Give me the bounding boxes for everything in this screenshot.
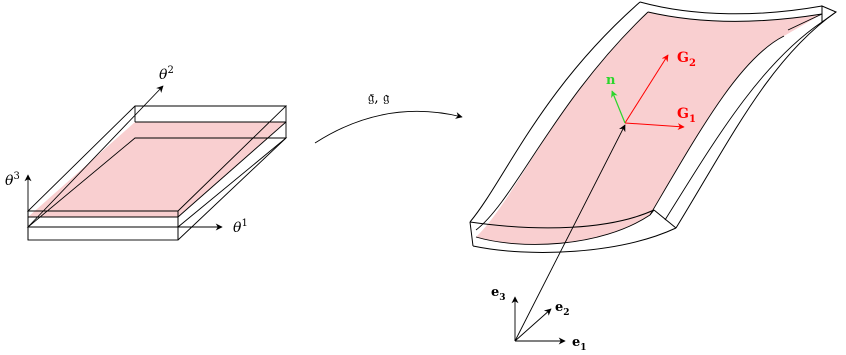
vector-G1-label: G1 [677, 106, 696, 125]
axis-e2-label: e2 [555, 300, 570, 318]
reference-plate: θ1 θ2 θ3 [5, 65, 288, 241]
axis-theta3-label: θ3 [5, 171, 20, 189]
global-frame: e1 e2 e3 [491, 124, 626, 353]
axis-theta1-label: θ1 [233, 218, 248, 236]
plate-midsurface [28, 122, 286, 217]
axis-theta2-label: θ2 [159, 65, 174, 83]
vector-G2-label: G2 [677, 50, 696, 69]
axis-e3-label: e3 [491, 285, 506, 303]
shell-midsurface [476, 12, 822, 245]
vector-n-label: n [606, 73, 616, 88]
axis-theta2-arrow [27, 85, 164, 228]
vector-G2-arrow [624, 54, 669, 124]
axis-e1-label: e1 [572, 335, 587, 353]
vector-n-arrow [611, 90, 626, 124]
vector-G1-arrow [624, 122, 685, 131]
curved-shell: G1 G2 n [469, 1, 838, 253]
mapping-arrow-group: 𝔤̄, 𝔤 [314, 90, 463, 144]
position-vector-arrow [514, 124, 626, 342]
axis-e2-arrow [514, 308, 552, 342]
mapping-arrow [314, 110, 463, 144]
mapping-label: 𝔤̄, 𝔤 [368, 90, 389, 106]
